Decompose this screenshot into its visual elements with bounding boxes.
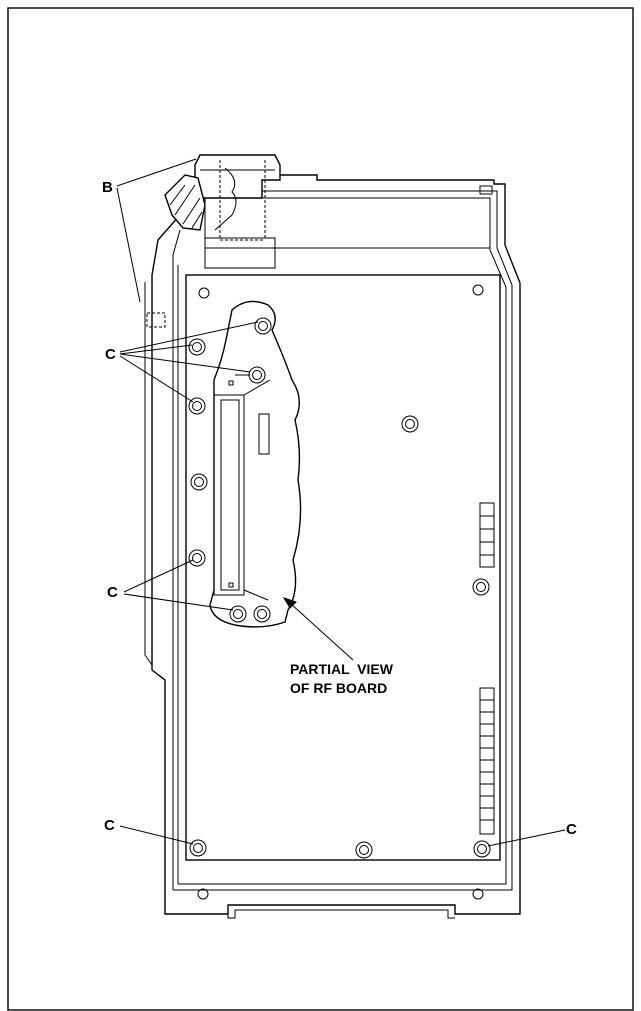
screw-head [359,845,369,855]
section-cutaway [164,174,206,231]
connector-knob [194,154,281,199]
upper-tab [479,185,493,195]
screw [401,415,419,433]
screw-head [193,843,203,853]
rf-board-trace [235,374,271,601]
leader-c-lower-right [487,829,566,847]
label-c-lower-left: C [104,817,115,834]
terminal-strip-lower [479,687,495,835]
label-partial-view-line2: OF RF BOARD [290,680,387,696]
screw-head [233,609,243,619]
rf-chip [258,413,270,455]
screw-head [192,342,202,352]
screw [473,840,491,858]
screw-head [476,582,486,592]
rf-pad [228,380,234,386]
upper-chamber [204,197,491,249]
label-partial-view-line1: PARTIAL VIEW [290,661,394,677]
screw-head [405,419,415,429]
label-c-top: C [105,346,116,363]
rf-board-panel [185,274,501,861]
screw [188,338,206,356]
arrowhead-icon [282,597,297,609]
leader-c-top [119,321,259,403]
screw-head [192,401,202,411]
terminal-strip-upper [479,502,495,568]
screw-head [477,844,487,854]
screw [229,605,247,623]
screw [248,366,266,384]
housing-left-wall [172,229,181,890]
housing-left-flange [144,282,153,666]
mounting-hole [472,284,484,296]
screw [188,549,206,567]
screw-head [252,370,262,380]
screw [253,605,271,623]
rf-board-cutaway [209,300,302,628]
label-c-lower-right: C [566,821,577,838]
label-b: B [102,179,113,196]
mounting-hole [198,287,210,299]
mounting-hole [197,888,209,900]
connector-hidden-lines [219,160,266,241]
bottom-slot [227,909,455,919]
screw-head [192,553,202,563]
screw-head [258,321,268,331]
rf-pad [228,582,234,588]
label-c-middle: C [107,584,118,601]
connector-base [204,237,276,269]
screw-head [194,477,204,487]
screw [472,578,490,596]
screw [355,841,373,859]
latch [146,312,166,328]
screw-head [257,609,267,619]
leader-partial-view [290,603,354,661]
screw [190,473,208,491]
rf-module-inner [220,399,240,591]
housing-inner-rail [173,190,513,891]
section-hatch [169,184,203,229]
rf-module [213,394,245,596]
screw [188,397,206,415]
screw [254,317,272,335]
leader-b [116,158,197,303]
mounting-hole [472,888,484,900]
leader-c-middle [123,559,234,611]
screw [189,839,207,857]
housing-outline [151,174,521,915]
page-border [7,7,634,1011]
cutaway-edge [214,167,237,231]
leader-c-lower-left [119,825,194,845]
